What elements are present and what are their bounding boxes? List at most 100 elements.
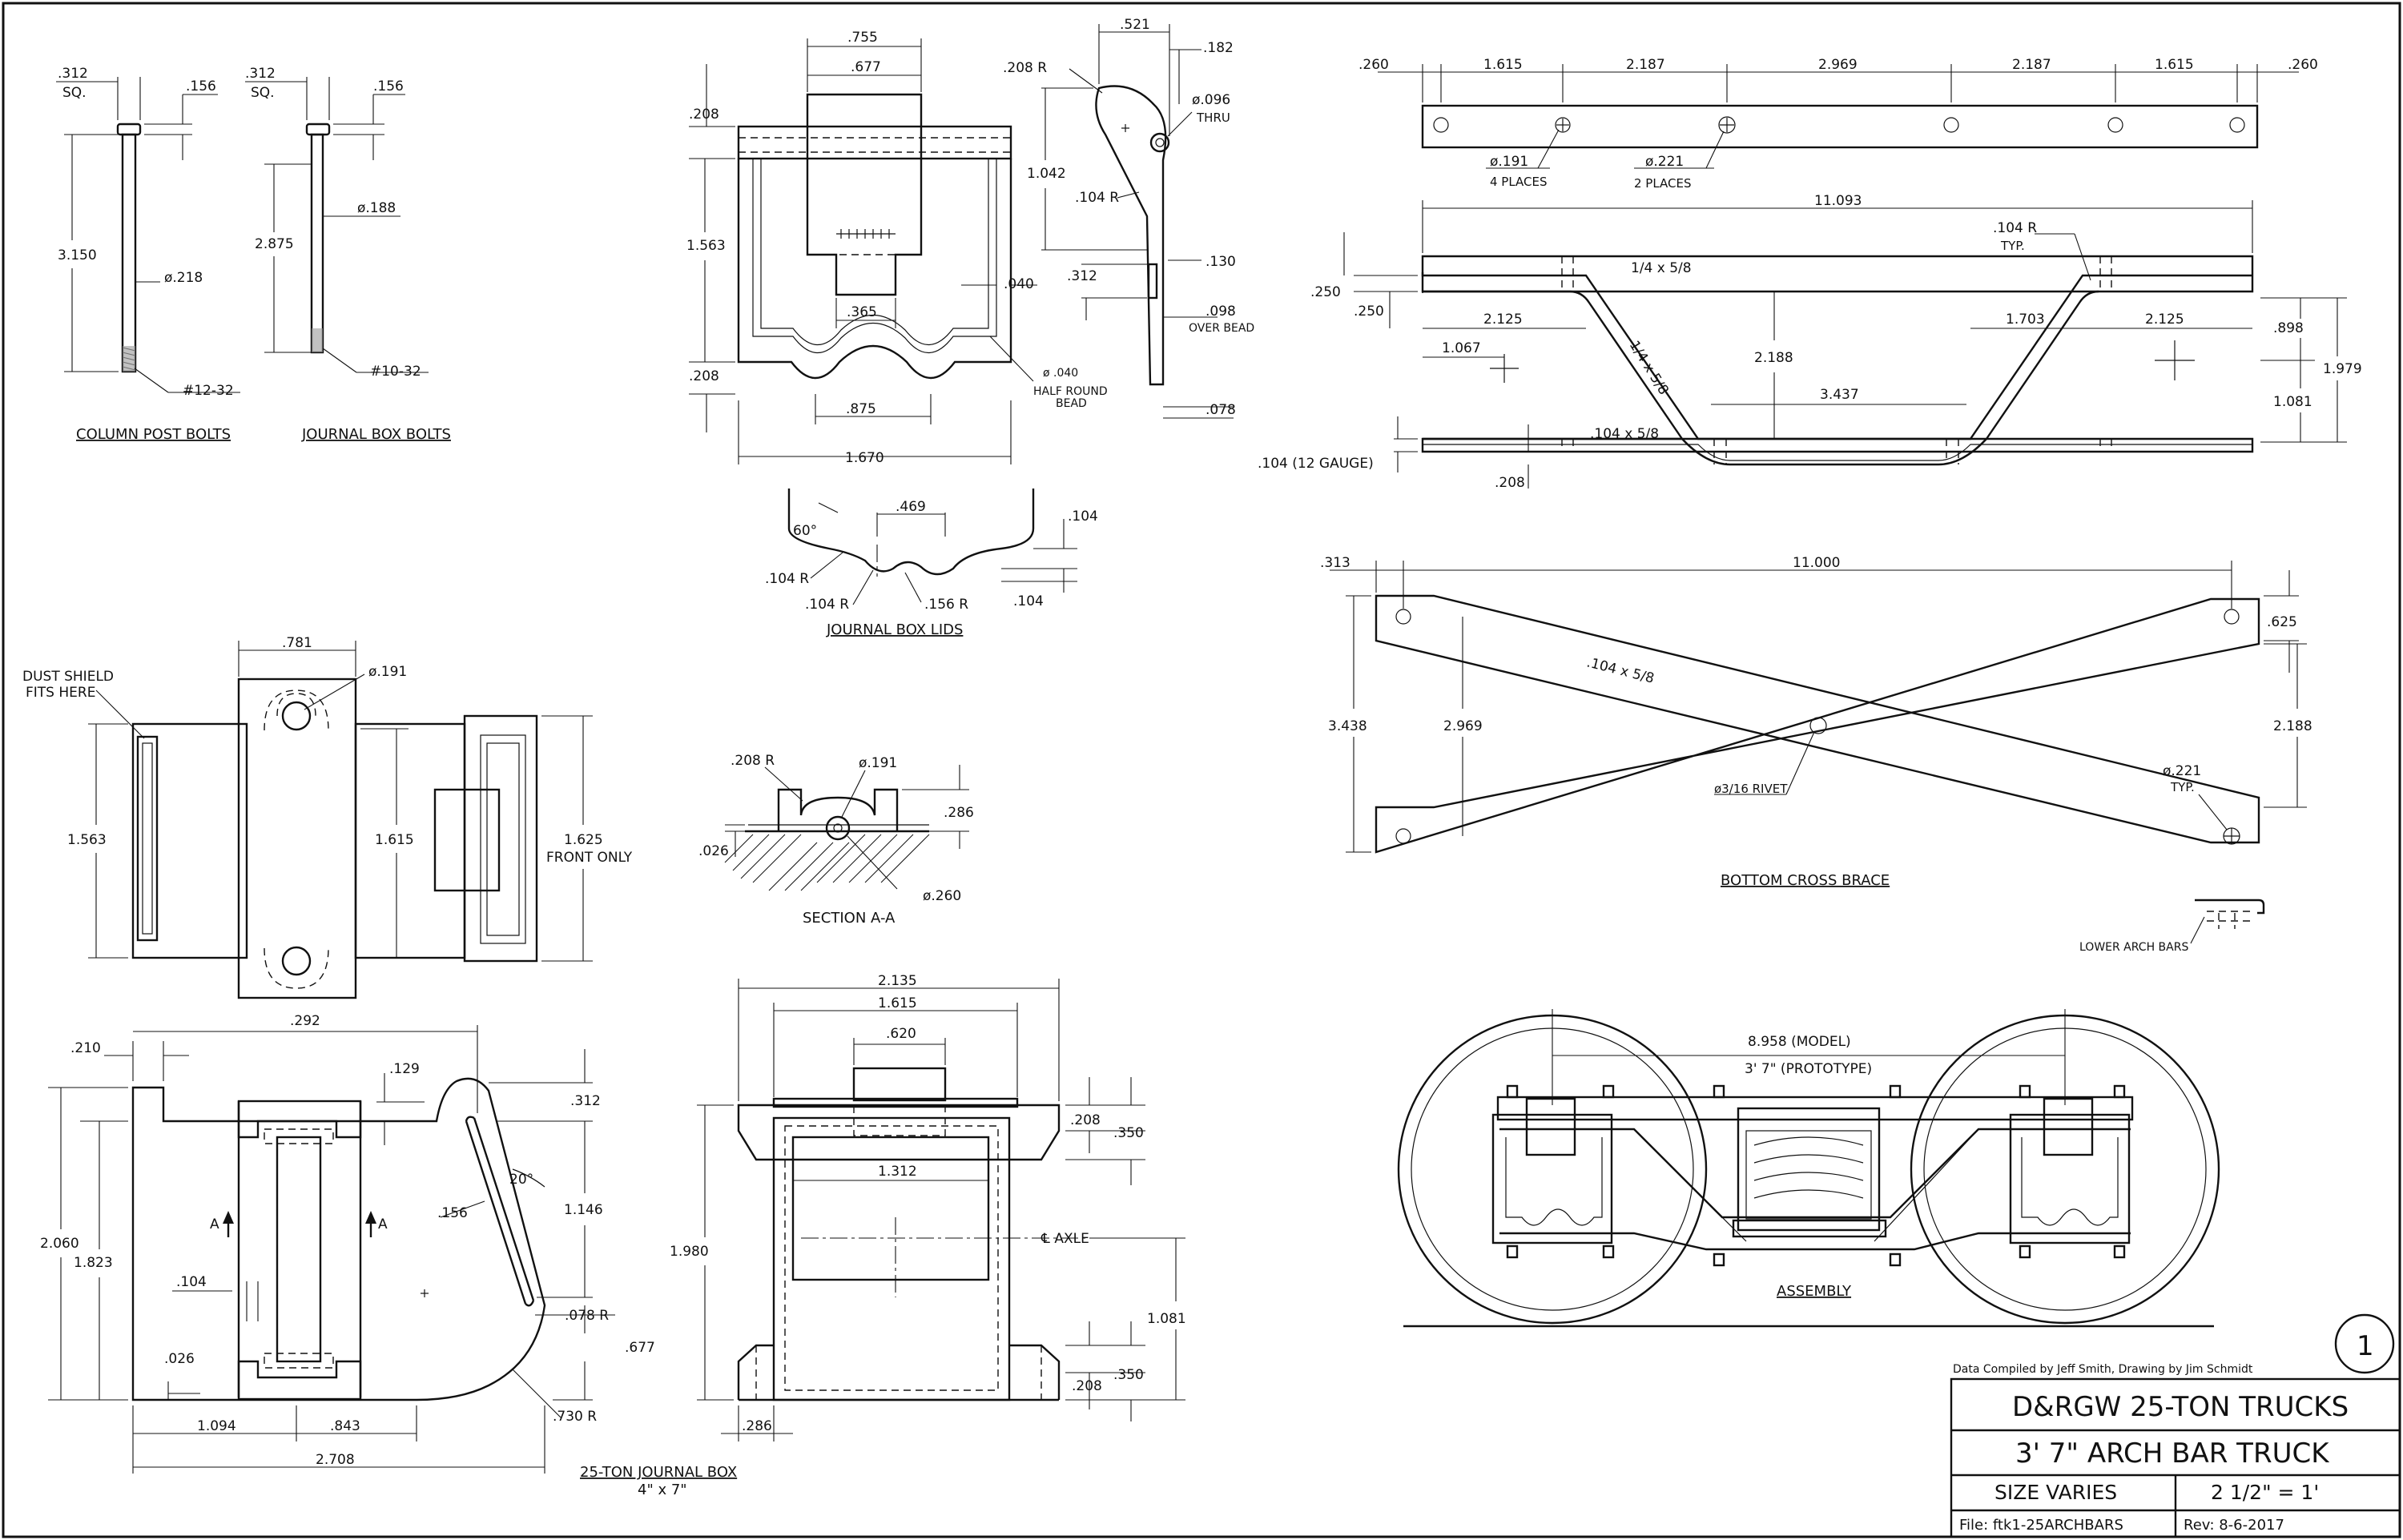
side-t1: .250: [1310, 284, 1341, 300]
brace-e: .313: [1320, 555, 1350, 571]
side-flat: 3.437: [1820, 387, 1859, 403]
journal-box-bolts-caption: JOURNAL BOX BOLTS: [301, 426, 451, 443]
jb-end-w3: .620: [886, 1026, 916, 1042]
cpb-thread: #12-32: [183, 383, 234, 399]
lid-front-bead-gap: .040: [1004, 276, 1034, 292]
assembly-prototype: 3' 7" (PROTOTYPE): [1745, 1061, 1872, 1077]
lower-arch-bars-caption: LOWER ARCH BARS: [2079, 941, 2188, 954]
lid-front-w1: .755: [847, 30, 878, 46]
lid-side-w: .521: [1120, 17, 1150, 33]
plan-s1: 1.615: [1483, 57, 1523, 73]
jb-end-base: .286: [742, 1418, 772, 1434]
lid-front-bead-pitch: .875: [846, 401, 876, 417]
jb-side-r1: .078 R: [565, 1308, 609, 1324]
lids-r1: .104 R: [765, 571, 809, 587]
lid-front-bead-note3: BEAD: [1056, 397, 1087, 410]
cpb-head-height: .156: [186, 78, 216, 94]
brace-hole: ø.221: [2163, 763, 2201, 779]
journal-box-bolt-view: .312 SQ. .156 2.875 ø.188 #10-32 JOURNAL…: [245, 66, 451, 443]
title-scale: 2 1/2" = 1': [2211, 1481, 2319, 1504]
side-r-typ: .104 R: [1993, 220, 2037, 236]
title-rev: Rev: 8-6-2017: [2184, 1517, 2284, 1534]
journal-box-top-view: .781 ø.191 DUST SHIELD FITS HERE 1.563 1…: [22, 635, 633, 999]
journal-box-lid-front-view: .755 .677 .208 1.563 .208 .365 .040 .875…: [686, 30, 1108, 466]
brace-len: 11.000: [1793, 555, 1840, 571]
side-slope: 1.703: [2006, 312, 2045, 328]
section-bore: ø.260: [923, 888, 961, 904]
cpb-length: 3.150: [58, 247, 97, 263]
journal-box-lids-caption: JOURNAL BOX LIDS: [826, 621, 963, 638]
cpb-head-dim: .312: [58, 66, 88, 82]
lid-side-r-mid: .104 R: [1075, 190, 1119, 206]
section-hole: ø.191: [859, 755, 897, 771]
title-line-1: D&RGW 25-TON TRUCKS: [2012, 1391, 2349, 1423]
jb-side-angle: 20°: [509, 1172, 533, 1188]
side-upper-label: 1/4 x 5/8: [1631, 260, 1692, 276]
jb-end-axle-h: 1.081: [1147, 1311, 1186, 1327]
jb-top-h3: 1.625: [564, 832, 603, 848]
plan-e2: .260: [2288, 57, 2318, 73]
jb-top-h3-note: FRONT ONLY: [546, 850, 633, 866]
jb-side-overall: 2.708: [316, 1452, 355, 1468]
side-rise: 2.188: [1754, 350, 1793, 366]
section-a-a-caption: SECTION A-A: [803, 910, 896, 927]
jb-end-b1: .208: [1072, 1378, 1102, 1394]
jbb-thread: #10-32: [370, 364, 421, 380]
jb-side-base: .026: [164, 1351, 195, 1367]
jb-top-note2: FITS HERE: [26, 685, 95, 701]
jb-end-b2: .350: [1113, 1367, 1144, 1383]
lid-side-w-r: .182: [1203, 40, 1234, 56]
lid-front-width: 1.670: [845, 450, 884, 466]
jbb-length: 2.875: [255, 236, 294, 252]
side-t2: .250: [1354, 304, 1384, 320]
brace-hole-note: TYP.: [2170, 780, 2195, 794]
plan-s4: 2.187: [2012, 57, 2051, 73]
jb-end-h: 1.980: [670, 1244, 709, 1260]
column-post-bolts-caption: COLUMN POST BOLTS: [76, 426, 231, 443]
jb-end-w2: 1.615: [878, 995, 917, 1011]
side-gauge: .104 (12 GAUGE): [1258, 456, 1374, 472]
brace-rivet: ø3/16 RIVET: [1714, 782, 1788, 796]
jb-end-axle: ℄ AXLE: [1040, 1231, 1089, 1247]
plan-s3: 2.969: [1818, 57, 1858, 73]
journal-box-caption: 25-TON JOURNAL BOX: [580, 1464, 737, 1481]
lid-side-hole-note: THRU: [1196, 111, 1230, 125]
jb-side-b2: .843: [330, 1418, 360, 1434]
plan-hole2: ø.221: [1645, 154, 1684, 170]
lid-side-r-top: .208 R: [1003, 60, 1047, 76]
jb-end-w1: 2.135: [878, 973, 917, 989]
lid-side-t: .130: [1206, 254, 1236, 270]
jb-end-t1: .208: [1070, 1112, 1101, 1128]
lid-side-off: .312: [1067, 268, 1097, 284]
journal-box-lid-side-view: .521 .208 R .182 ø.096 THRU 1.042 .104 R…: [1003, 17, 1254, 419]
jb-side-pin: .156: [437, 1205, 468, 1221]
jb-end-t2: .350: [1113, 1125, 1144, 1141]
bottom-cross-brace-view: .313 11.000 .625 .104 x 5/8 3.438 2.969 …: [1320, 555, 2312, 954]
jbb-head-sq: SQ.: [251, 85, 275, 101]
brace-inner: 2.969: [1443, 718, 1483, 734]
journal-box-side-view: A A .210 .292 .129 .312 20° .156 1.146 2…: [40, 1013, 737, 1498]
jb-end-inner: 1.312: [878, 1164, 917, 1180]
jb-top-note1: DUST SHIELD: [22, 669, 114, 685]
jbb-head-height: .156: [373, 78, 404, 94]
lid-front-top: .208: [689, 107, 719, 123]
assembly-view: 8.958 (MODEL) 3' 7" (PROTOTYPE) ASSEMBLY: [1397, 1009, 2220, 1328]
jbb-head-dim: .312: [245, 66, 276, 82]
jb-side-w: .292: [290, 1013, 320, 1029]
lid-side-bot: .078: [1206, 402, 1236, 418]
section-r: .208 R: [731, 753, 775, 769]
jb-side-h: 2.060: [40, 1236, 79, 1252]
jb-side-top: .129: [389, 1061, 420, 1077]
title-file: File: ftk1-25ARCHBARS: [1959, 1517, 2123, 1534]
jb-top-hole: ø.191: [368, 664, 407, 680]
title-line-2: 3' 7" ARCH BAR TRUCK: [2015, 1437, 2330, 1470]
section-h: .286: [944, 805, 974, 821]
bottom-cross-brace-caption: BOTTOM CROSS BRACE: [1721, 872, 1890, 889]
lids-pitch: .469: [896, 499, 926, 515]
side-low: .208: [1495, 475, 1525, 491]
sheet-number-circle: [2334, 1313, 2395, 1374]
jb-side-h1: 1.146: [564, 1202, 603, 1218]
lid-side-bead: .098: [1206, 304, 1236, 320]
side-r-typ-note: TYP.: [2000, 239, 2025, 253]
